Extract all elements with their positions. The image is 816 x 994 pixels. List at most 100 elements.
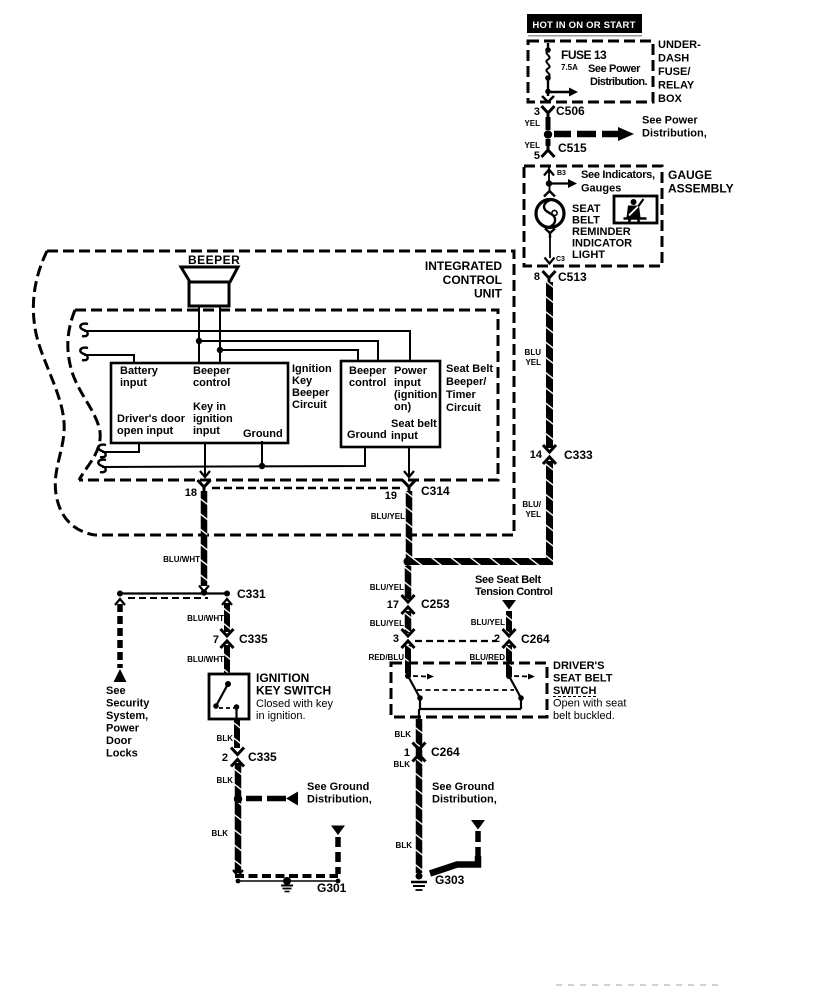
svg-text:Key: Key xyxy=(292,375,313,387)
svg-text:RELAY: RELAY xyxy=(658,80,695,92)
svg-text:C314: C314 xyxy=(421,484,450,498)
svg-text:Gauges: Gauges xyxy=(581,183,621,195)
svg-text:DASH: DASH xyxy=(658,53,689,65)
svg-text:See Ground: See Ground xyxy=(432,781,494,793)
svg-text:7.5A: 7.5A xyxy=(561,63,578,72)
svg-text:FUSE/: FUSE/ xyxy=(658,66,690,78)
svg-text:Tension Control: Tension Control xyxy=(475,586,553,598)
svg-text:C513: C513 xyxy=(558,270,587,284)
svg-text:INTEGRATED: INTEGRATED xyxy=(425,259,502,273)
svg-text:BLK: BLK xyxy=(217,776,234,785)
svg-text:YEL: YEL xyxy=(524,141,540,150)
svg-text:Ground: Ground xyxy=(347,429,387,441)
svg-text:YEL: YEL xyxy=(525,510,541,519)
svg-text:See Power: See Power xyxy=(642,115,698,127)
svg-text:control: control xyxy=(349,377,386,389)
svg-text:See Power: See Power xyxy=(588,63,641,75)
svg-text:REMINDER: REMINDER xyxy=(572,226,631,238)
svg-text:UNDER-: UNDER- xyxy=(658,39,701,51)
svg-text:SWITCH: SWITCH xyxy=(553,685,596,697)
svg-text:ignition: ignition xyxy=(193,413,233,425)
svg-text:BELT: BELT xyxy=(572,215,600,227)
svg-text:open input: open input xyxy=(117,425,174,437)
svg-text:input: input xyxy=(394,377,421,389)
svg-text:BLK: BLK xyxy=(396,841,413,850)
svg-text:SEAT BELT: SEAT BELT xyxy=(553,673,613,685)
svg-text:Beeper/: Beeper/ xyxy=(446,376,486,388)
svg-text:Circuit: Circuit xyxy=(292,399,327,411)
svg-text:KEY SWITCH: KEY SWITCH xyxy=(256,684,331,698)
svg-text:BLK: BLK xyxy=(212,829,229,838)
svg-text:Timer: Timer xyxy=(446,389,476,401)
svg-text:14: 14 xyxy=(530,449,543,461)
svg-text:Distribution,: Distribution, xyxy=(642,128,707,140)
svg-text:YEL: YEL xyxy=(525,358,541,367)
svg-text:input: input xyxy=(193,425,220,437)
svg-text:input: input xyxy=(120,377,147,389)
svg-text:2: 2 xyxy=(222,752,228,764)
svg-text:BLU/WHT: BLU/WHT xyxy=(187,614,224,623)
svg-text:C333: C333 xyxy=(564,448,593,462)
svg-text:BLK: BLK xyxy=(395,730,412,739)
svg-text:BLK: BLK xyxy=(394,760,411,769)
svg-text:input: input xyxy=(391,430,418,442)
svg-text:Distribution,: Distribution, xyxy=(432,794,497,806)
svg-text:8: 8 xyxy=(534,271,540,283)
svg-text:C253: C253 xyxy=(421,597,450,611)
svg-text:C506: C506 xyxy=(556,104,585,118)
svg-text:BLU/YEL: BLU/YEL xyxy=(471,618,505,627)
svg-text:Beeper: Beeper xyxy=(349,365,387,377)
svg-text:Driver's door: Driver's door xyxy=(117,413,186,425)
svg-text:Open with seat: Open with seat xyxy=(553,698,626,710)
svg-text:3: 3 xyxy=(393,633,399,645)
svg-text:BOX: BOX xyxy=(658,93,683,105)
svg-text:Key in: Key in xyxy=(193,401,226,413)
svg-text:C3: C3 xyxy=(556,256,565,263)
svg-text:G303: G303 xyxy=(435,873,465,887)
svg-text:1: 1 xyxy=(404,747,410,759)
svg-text:IGNITION: IGNITION xyxy=(256,671,309,685)
svg-text:See Seat Belt: See Seat Belt xyxy=(475,574,541,586)
svg-text:Closed with key: Closed with key xyxy=(256,698,334,710)
svg-text:C335: C335 xyxy=(248,750,277,764)
svg-text:BLU/YEL: BLU/YEL xyxy=(370,583,404,592)
svg-text:FUSE 13: FUSE 13 xyxy=(561,48,607,62)
svg-text:SEAT: SEAT xyxy=(572,203,601,215)
svg-text:BLU/: BLU/ xyxy=(522,500,541,509)
svg-text:Seat belt: Seat belt xyxy=(391,418,437,430)
svg-text:System,: System, xyxy=(106,710,148,722)
svg-text:BLU/WHT: BLU/WHT xyxy=(187,655,224,664)
svg-text:BLU/WHT: BLU/WHT xyxy=(163,555,200,564)
svg-text:Distribution.: Distribution. xyxy=(590,76,648,88)
svg-text:BLU: BLU xyxy=(525,348,542,357)
svg-text:CONTROL: CONTROL xyxy=(443,273,502,287)
svg-text:LIGHT: LIGHT xyxy=(572,249,605,261)
svg-text:B3: B3 xyxy=(557,170,566,177)
svg-text:Beeper: Beeper xyxy=(292,387,330,399)
svg-text:belt buckled.: belt buckled. xyxy=(553,710,615,722)
svg-text:C331: C331 xyxy=(237,587,266,601)
svg-text:Beeper: Beeper xyxy=(193,365,231,377)
svg-text:Ground: Ground xyxy=(243,428,283,440)
svg-text:BLU/YEL: BLU/YEL xyxy=(370,619,404,628)
svg-text:17: 17 xyxy=(387,599,399,611)
svg-text:C335: C335 xyxy=(239,632,268,646)
svg-text:INDICATOR: INDICATOR xyxy=(572,238,632,250)
svg-text:on): on) xyxy=(394,401,411,413)
svg-text:BLU/RED: BLU/RED xyxy=(469,653,505,662)
svg-text:Security: Security xyxy=(106,698,150,710)
svg-text:See: See xyxy=(106,685,126,697)
svg-text:Seat Belt: Seat Belt xyxy=(446,363,493,375)
svg-text:Locks: Locks xyxy=(106,748,138,760)
svg-text:BEEPER: BEEPER xyxy=(188,253,240,267)
svg-text:19: 19 xyxy=(385,490,397,502)
svg-text:Power: Power xyxy=(106,723,140,735)
svg-text:Ignition: Ignition xyxy=(292,363,332,375)
svg-text:ASSEMBLY: ASSEMBLY xyxy=(668,182,734,196)
svg-text:18: 18 xyxy=(185,487,197,499)
svg-text:HOT IN ON OR START: HOT IN ON OR START xyxy=(532,20,635,31)
svg-text:BLU/YEL: BLU/YEL xyxy=(371,512,405,521)
svg-text:YEL: YEL xyxy=(524,119,540,128)
svg-text:GAUGE: GAUGE xyxy=(668,168,712,182)
svg-text:C264: C264 xyxy=(431,745,460,759)
